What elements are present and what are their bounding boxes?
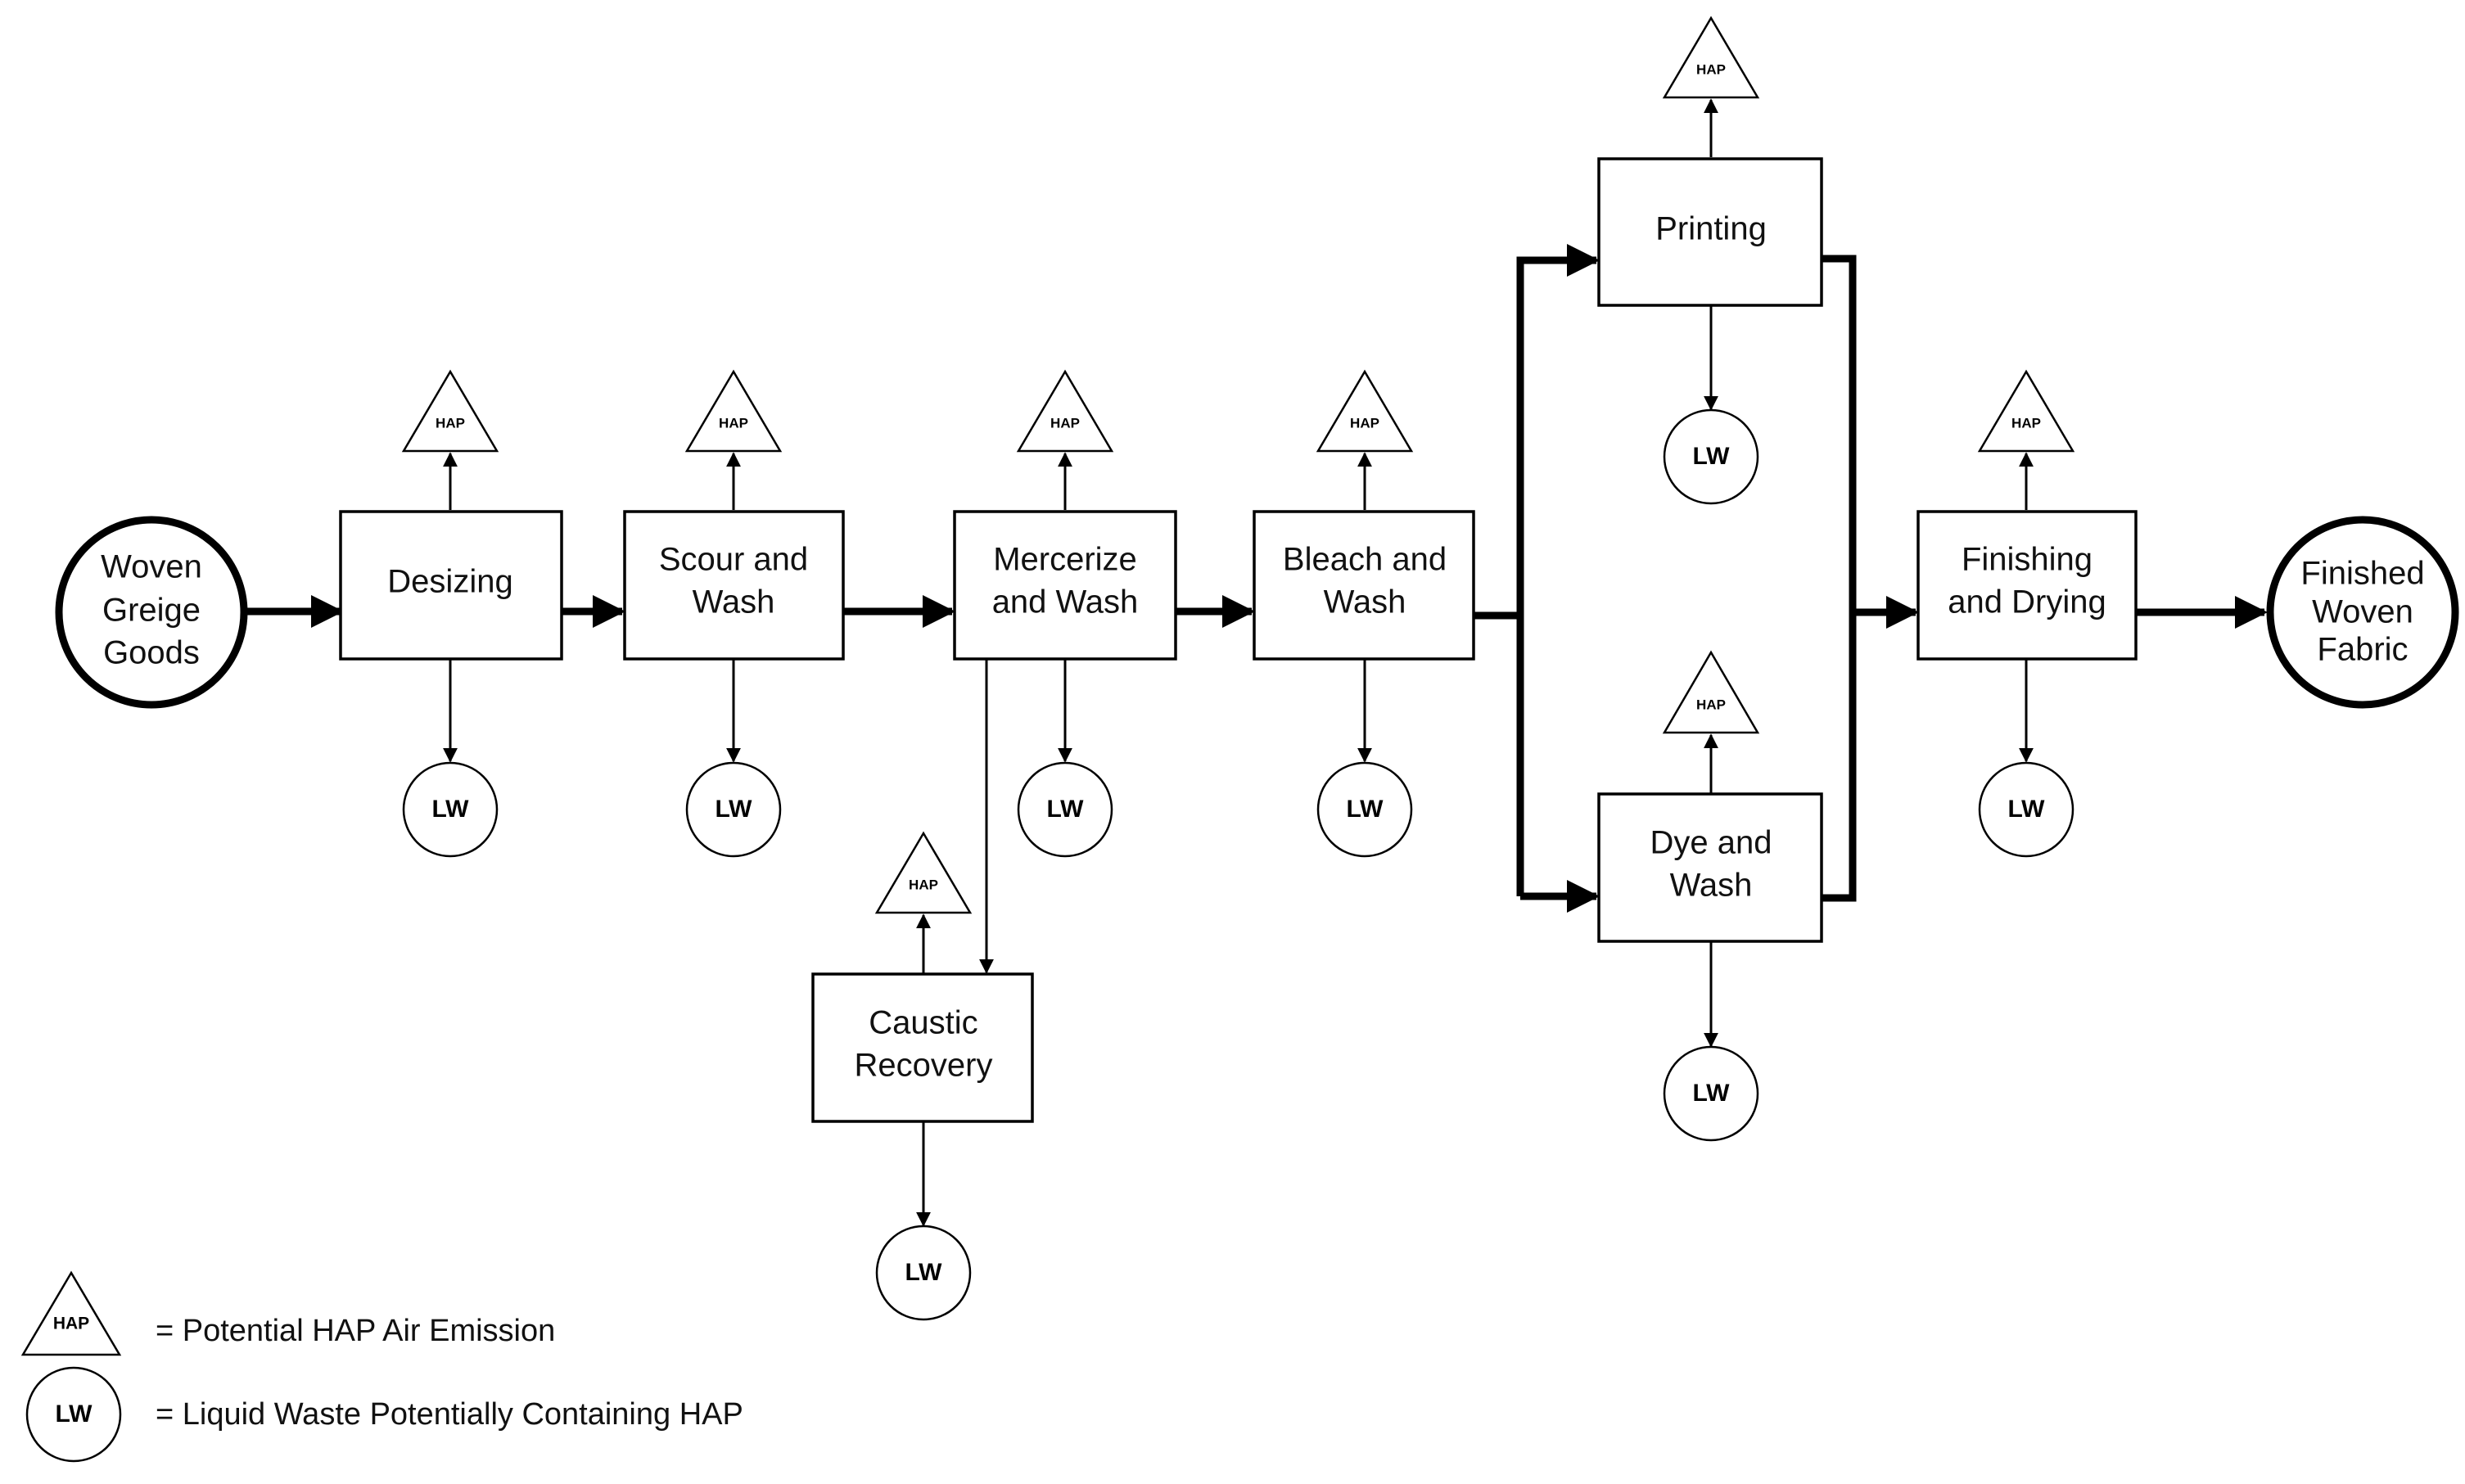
process-bleach-label-2: Wash — [1324, 584, 1406, 620]
process-mercerize-label-2: and Wash — [992, 584, 1139, 620]
legend-hap: HAP = Potential HAP Air Emission — [20, 1270, 555, 1356]
hap-scour-label: HAP — [719, 415, 748, 431]
hap-finishing: HAP — [1977, 369, 2075, 453]
process-scour-label-1: Scour and — [659, 542, 808, 578]
process-dye-and-wash: Dye and Wash — [1597, 792, 1823, 943]
terminal-output-line-2: Woven — [2312, 594, 2413, 630]
hap-printing: HAP — [1662, 16, 1760, 99]
terminal-output: Finished Woven Fabric — [2266, 516, 2459, 709]
hap-printing-label: HAP — [1696, 61, 1726, 77]
legend-hap-symbol-label: HAP — [53, 1315, 89, 1333]
hap-desizing: HAP — [401, 369, 499, 453]
hap-mercerize-label: HAP — [1050, 415, 1080, 431]
lw-mercerize: LW — [1017, 761, 1113, 858]
process-bleach-and-wash: Bleach and Wash — [1253, 510, 1475, 661]
lw-desizing-label: LW — [432, 796, 470, 823]
process-dye-label-2: Wash — [1670, 868, 1753, 904]
hap-dye-label: HAP — [1696, 697, 1726, 712]
flow-printing-to-merge — [1822, 255, 1857, 902]
process-printing: Printing — [1597, 157, 1823, 307]
lw-mercerize-label: LW — [1047, 796, 1085, 823]
hap-mercerize: HAP — [1016, 369, 1114, 453]
emission-connectors — [443, 98, 2034, 1227]
lw-scour: LW — [685, 761, 782, 858]
terminal-output-line-3: Fabric — [2317, 632, 2408, 668]
process-scour-label-2: Wash — [693, 584, 775, 620]
hap-bleach-label: HAP — [1350, 415, 1379, 431]
hap-caustic: HAP — [874, 831, 973, 914]
process-desizing-label: Desizing — [387, 564, 512, 600]
hap-finishing-label: HAP — [2011, 415, 2041, 431]
process-bleach-label-1: Bleach and — [1283, 542, 1447, 578]
lw-bleach: LW — [1316, 761, 1413, 858]
process-scour-and-wash: Scour and Wash — [623, 510, 845, 661]
process-desizing: Desizing — [339, 510, 563, 661]
lw-printing: LW — [1663, 408, 1759, 505]
hap-bleach: HAP — [1316, 369, 1414, 453]
lw-printing-label: LW — [1693, 443, 1731, 470]
terminal-input-line-2: Greige — [102, 593, 201, 629]
process-caustic-label-2: Recovery — [855, 1048, 993, 1084]
process-mercerize-and-wash: Mercerize and Wash — [953, 510, 1177, 661]
main-flow-connectors — [244, 244, 2268, 913]
hap-dye: HAP — [1662, 650, 1760, 734]
process-caustic-label-1: Caustic — [869, 1005, 977, 1041]
flow-split-to-printing — [1516, 244, 1600, 896]
legend-lw-description: = Liquid Waste Potentially Containing HA… — [156, 1397, 743, 1432]
process-mercerize-label-1: Mercerize — [993, 542, 1137, 578]
terminal-input-line-3: Goods — [103, 635, 200, 671]
hap-caustic-label: HAP — [909, 877, 938, 892]
legend-lw-symbol-label: LW — [56, 1401, 93, 1428]
legend-hap-description: = Potential HAP Air Emission — [156, 1314, 555, 1348]
legend-lw: LW = Liquid Waste Potentially Containing… — [25, 1366, 743, 1463]
lw-desizing: LW — [402, 761, 499, 858]
hap-desizing-label: HAP — [436, 415, 465, 431]
hap-scour: HAP — [684, 369, 783, 453]
process-finishing-label-1: Finishing — [1962, 542, 2093, 578]
legend: HAP = Potential HAP Air Emission LW = Li… — [20, 1270, 743, 1463]
lw-caustic: LW — [875, 1225, 972, 1321]
lw-caustic-label: LW — [905, 1259, 943, 1286]
process-caustic-recovery: Caustic Recovery — [811, 972, 1034, 1123]
lw-finishing-label: LW — [2008, 796, 2046, 823]
process-printing-label: Printing — [1655, 211, 1767, 247]
process-finishing-and-drying: Finishing and Drying — [1916, 510, 2138, 661]
terminal-input: Woven Greige Goods — [55, 516, 248, 709]
process-dye-label-1: Dye and — [1650, 825, 1772, 861]
lw-bleach-label: LW — [1347, 796, 1384, 823]
process-finishing-label-2: and Drying — [1948, 584, 2106, 620]
lw-dye: LW — [1663, 1045, 1759, 1142]
terminal-input-line-1: Woven — [101, 549, 202, 585]
lw-finishing: LW — [1978, 761, 2074, 858]
lw-scour-label: LW — [716, 796, 753, 823]
lw-dye-label: LW — [1693, 1080, 1731, 1107]
terminal-output-line-1: Finished — [2300, 556, 2424, 592]
